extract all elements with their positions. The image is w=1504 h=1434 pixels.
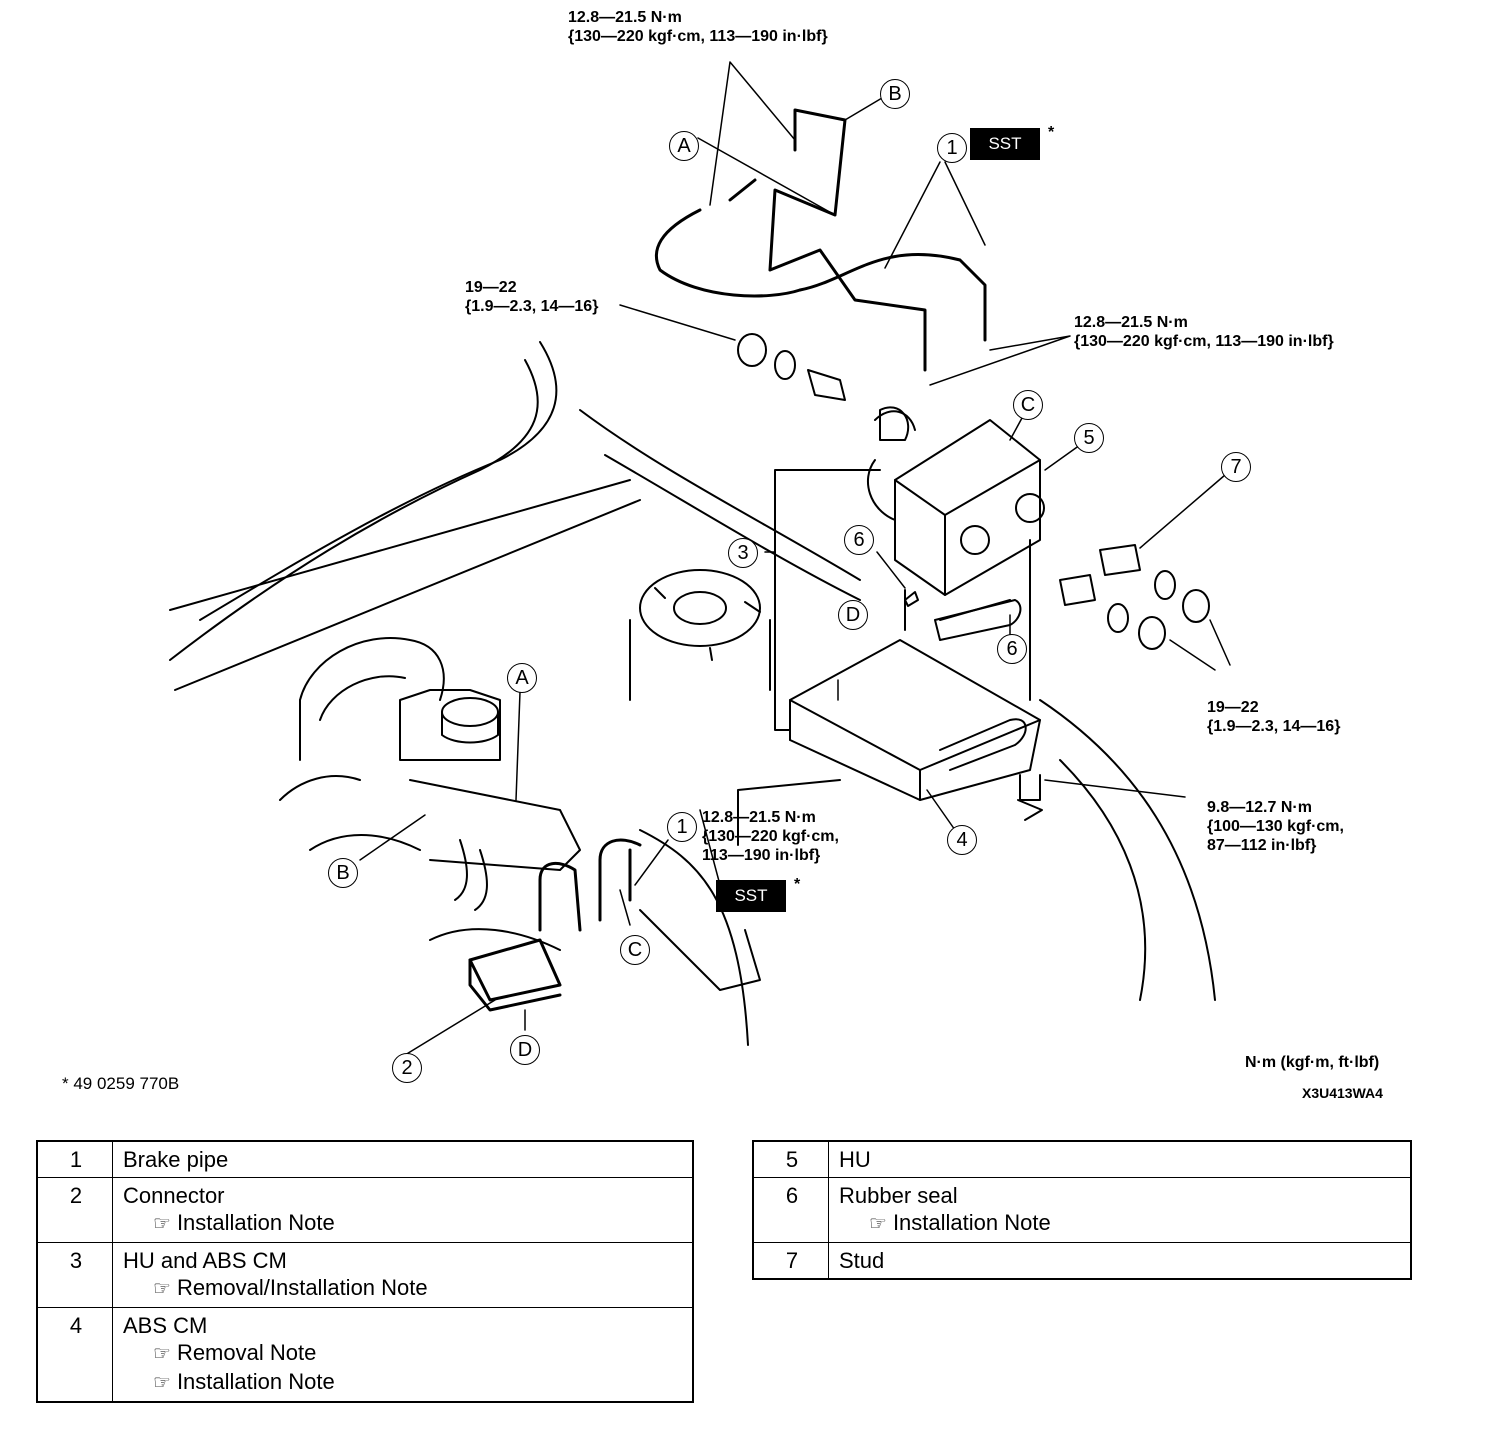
- abs-cm: [789, 599, 1041, 801]
- reference-note-link[interactable]: Removal Note: [123, 1339, 684, 1368]
- table-row: 1 Brake pipe: [36, 1140, 694, 1178]
- callout-b-top: B: [880, 79, 910, 109]
- reference-note-link[interactable]: Installation Note: [123, 1209, 684, 1238]
- master-cylinder: [399, 689, 581, 911]
- part-name: HU and ABS CM: [123, 1248, 287, 1273]
- table-row: 7 Stud: [752, 1242, 1412, 1280]
- part-cell: Connector Installation Note: [112, 1177, 694, 1243]
- sst-asterisk-top: *: [1048, 124, 1055, 141]
- torque-spec-bolt: 9.8—12.7 N·m {100—130 kgf·cm, 87—112 in·…: [1207, 799, 1344, 854]
- callout-6-right: 6: [997, 634, 1027, 664]
- exploded-view-drawing: [169, 61, 1231, 1056]
- callout-5: 5: [1074, 423, 1104, 453]
- part-number: 5: [752, 1140, 829, 1178]
- torque-spec-right-nuts: 19—22 {1.9—2.3, 14—16}: [1207, 699, 1341, 735]
- brake-booster: [279, 637, 445, 851]
- callout-a-top: A: [669, 131, 699, 161]
- callout-1-top: 1: [937, 133, 967, 163]
- torque-units-note: N·m (kgf·m, ft·lbf): [1245, 1054, 1380, 1071]
- leader-lines: [359, 61, 1231, 1056]
- callout-2: 2: [392, 1053, 422, 1083]
- torque-spec-lower-pipe: 12.8—21.5 N·m {130—220 kgf·cm, 113—190 i…: [702, 809, 839, 864]
- callout-a-bottom: A: [507, 663, 537, 693]
- vehicle-body-outline: [169, 341, 1216, 1046]
- part-cell: ABS CM Removal Note Installation Note: [112, 1307, 694, 1403]
- hydraulic-unit: [866, 410, 1045, 596]
- part-cell: Stud: [828, 1242, 1412, 1280]
- part-name: Brake pipe: [123, 1147, 229, 1172]
- part-cell: HU and ABS CM Removal/Installation Note: [112, 1242, 694, 1308]
- callout-d-top: D: [838, 600, 868, 630]
- sst-asterisk-bottom: *: [794, 876, 801, 893]
- part-number: 1: [36, 1140, 113, 1178]
- torque-spec-right-pipe: 12.8—21.5 N·m {130—220 kgf·cm, 113—190 i…: [1074, 314, 1334, 350]
- callout-6-left: 6: [844, 525, 874, 555]
- callout-3: 3: [728, 538, 758, 568]
- callout-4: 4: [947, 825, 977, 855]
- part-name: Connector: [123, 1183, 225, 1208]
- reference-note-link[interactable]: Installation Note: [839, 1209, 1402, 1238]
- sst-label-top: SST: [970, 128, 1040, 160]
- part-cell: Rubber seal Installation Note: [828, 1177, 1412, 1243]
- part-name: Rubber seal: [839, 1183, 958, 1208]
- table-row: 3 HU and ABS CM Removal/Installation Not…: [36, 1242, 694, 1308]
- rubber-seal-shapes: [904, 591, 1011, 621]
- part-cell: Brake pipe: [112, 1140, 694, 1178]
- table-row: 2 Connector Installation Note: [36, 1177, 694, 1243]
- torque-spec-top: 12.8—21.5 N·m {130—220 kgf·cm, 113—190 i…: [568, 9, 828, 45]
- parts-table-right: 5 HU 6 Rubber seal Installation Note 7 S…: [752, 1140, 1412, 1280]
- table-row: 5 HU: [752, 1140, 1412, 1178]
- left-nut-assembly: [737, 333, 910, 441]
- strut-tower: [629, 569, 771, 701]
- callout-c-top: C: [1013, 390, 1043, 420]
- table-row: 6 Rubber seal Installation Note: [752, 1177, 1412, 1243]
- parts-table-left: 1 Brake pipe 2 Connector Installation No…: [36, 1140, 694, 1403]
- sst-part-number-note: * 49 0259 770B: [62, 1074, 180, 1093]
- callout-b-bottom: B: [328, 858, 358, 888]
- part-number: 6: [752, 1177, 829, 1243]
- hu-abs-bracket: [774, 469, 1031, 731]
- part-number: 2: [36, 1177, 113, 1243]
- part-name: HU: [839, 1147, 871, 1172]
- part-cell: HU: [828, 1140, 1412, 1178]
- callout-1-bottom: 1: [667, 812, 697, 842]
- figure-code: X3U413WA4: [1302, 1085, 1383, 1101]
- callout-7: 7: [1221, 452, 1251, 482]
- lower-brake-pipes: [468, 838, 642, 1012]
- studs-and-nuts: [1017, 544, 1210, 821]
- torque-spec-left-nut: 19—22 {1.9—2.3, 14—16}: [465, 279, 599, 315]
- reference-note-link[interactable]: Installation Note: [123, 1368, 684, 1397]
- reference-note-link[interactable]: Removal/Installation Note: [123, 1274, 684, 1303]
- table-row: 4 ABS CM Removal Note Installation Note: [36, 1307, 694, 1403]
- upper-brake-pipes: [654, 108, 987, 372]
- part-number: 3: [36, 1242, 113, 1308]
- part-number: 7: [752, 1242, 829, 1280]
- callout-d-bottom: D: [510, 1035, 540, 1065]
- callout-c-bottom: C: [620, 935, 650, 965]
- part-number: 4: [36, 1307, 113, 1403]
- part-name: ABS CM: [123, 1313, 208, 1338]
- sst-label-bottom: SST: [716, 880, 786, 912]
- part-name: Stud: [839, 1248, 885, 1273]
